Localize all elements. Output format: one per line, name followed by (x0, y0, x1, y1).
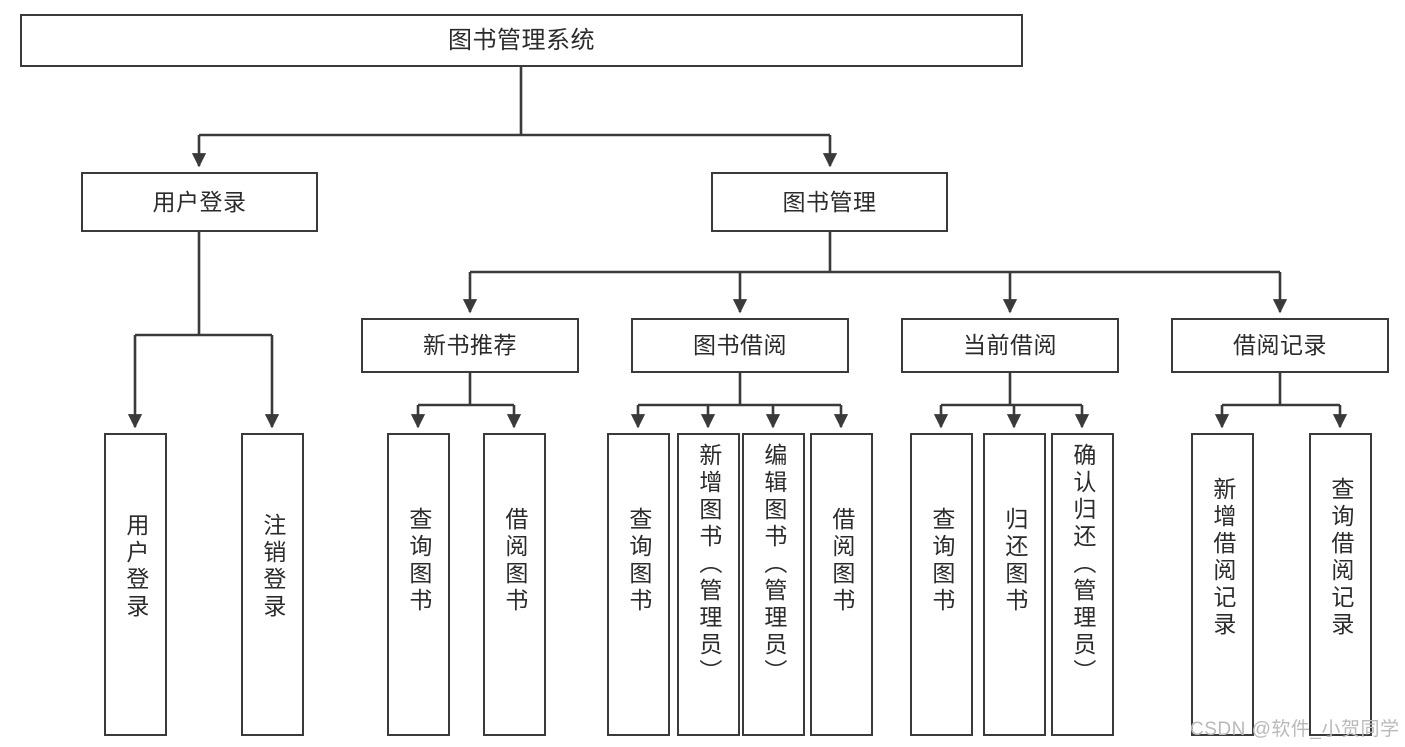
node-leaf-logout[interactable]: 注销登录 (241, 433, 304, 736)
node-user-login-label: 用户登录 (152, 188, 247, 215)
node-leaf-return-book[interactable]: 归还图书 (983, 433, 1046, 736)
node-leaf-add-borrow-record-label: 新增借阅记录 (1209, 477, 1236, 639)
node-leaf-query-borrow-record-label: 查询借阅记录 (1327, 477, 1354, 639)
node-leaf-query-book-2[interactable]: 查询图书 (607, 433, 670, 736)
node-leaf-borrow-book-1[interactable]: 借阅图书 (483, 433, 546, 736)
node-leaf-add-book-label: 新增图书（管理员） (695, 443, 722, 686)
node-leaf-confirm-return[interactable]: 确认归还（管理员） (1051, 433, 1114, 736)
node-borrow-record-label: 借阅记录 (1233, 332, 1327, 359)
node-leaf-add-book[interactable]: 新增图书（管理员） (677, 433, 740, 736)
node-leaf-edit-book[interactable]: 编辑图书（管理员） (742, 433, 805, 736)
node-leaf-borrow-book-2-label: 借阅图书 (828, 507, 855, 615)
node-book-borrow-label: 图书借阅 (693, 332, 787, 359)
node-user-login[interactable]: 用户登录 (81, 172, 318, 232)
node-borrow-record[interactable]: 借阅记录 (1171, 318, 1389, 373)
node-leaf-query-book-3[interactable]: 查询图书 (910, 433, 973, 736)
node-leaf-query-book-1-label: 查询图书 (405, 507, 432, 615)
node-leaf-borrow-book-2[interactable]: 借阅图书 (810, 433, 873, 736)
node-leaf-add-borrow-record[interactable]: 新增借阅记录 (1191, 433, 1254, 736)
node-leaf-query-book-1[interactable]: 查询图书 (387, 433, 450, 736)
node-current-borrow[interactable]: 当前借阅 (901, 318, 1119, 373)
node-book-manage[interactable]: 图书管理 (711, 172, 948, 232)
node-leaf-edit-book-label: 编辑图书（管理员） (760, 443, 787, 686)
node-leaf-user-login-label: 用户登录 (122, 513, 149, 621)
node-leaf-confirm-return-label: 确认归还（管理员） (1069, 443, 1096, 686)
node-leaf-logout-label: 注销登录 (259, 513, 286, 621)
node-leaf-query-borrow-record[interactable]: 查询借阅记录 (1309, 433, 1372, 736)
node-book-borrow[interactable]: 图书借阅 (631, 318, 849, 373)
node-root-label: 图书管理系统 (448, 26, 595, 54)
node-book-manage-label: 图书管理 (782, 188, 877, 215)
node-current-borrow-label: 当前借阅 (963, 332, 1057, 359)
node-leaf-query-book-2-label: 查询图书 (625, 507, 652, 615)
node-leaf-user-login[interactable]: 用户登录 (104, 433, 167, 736)
node-new-book-recommend[interactable]: 新书推荐 (361, 318, 579, 373)
node-leaf-return-book-label: 归还图书 (1001, 507, 1028, 615)
node-new-book-recommend-label: 新书推荐 (423, 332, 517, 359)
node-root[interactable]: 图书管理系统 (20, 14, 1023, 67)
node-leaf-borrow-book-1-label: 借阅图书 (501, 507, 528, 615)
node-leaf-query-book-3-label: 查询图书 (928, 507, 955, 615)
watermark-text: CSDN @软件_小贺同学 (1190, 719, 1400, 740)
